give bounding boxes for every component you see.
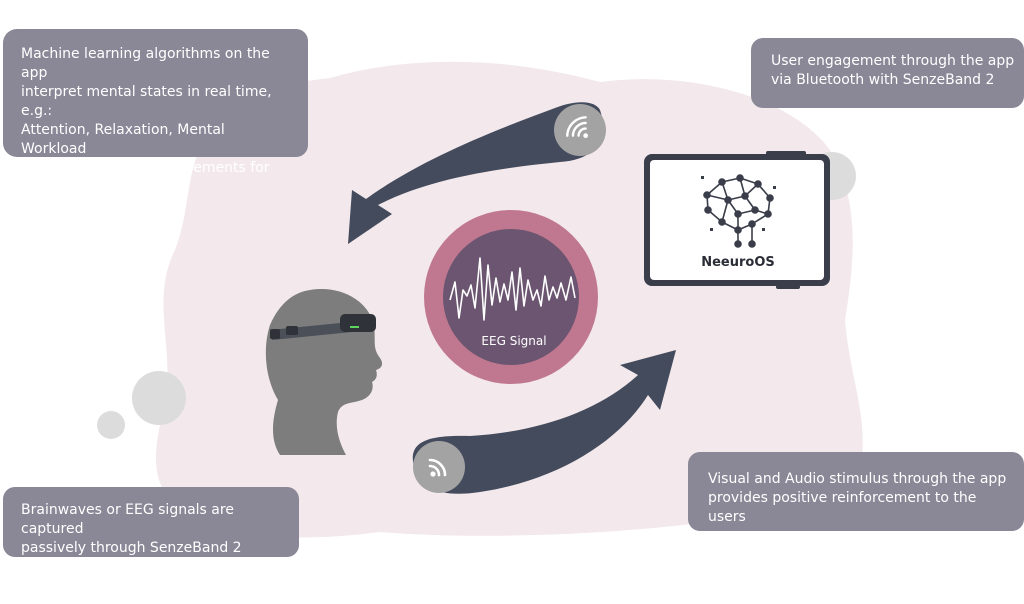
lower-arrow [412,350,676,494]
lower-arrow-icon-circle [413,441,465,493]
eeg-signal-label: EEG Signal [481,334,546,348]
wifi-signal-icon [566,116,589,139]
callout-brainwaves: Brainwaves or EEG signals are captured p… [3,487,299,557]
decorative-bubble-small [97,411,125,439]
upper-arrow [348,102,606,244]
headband-device [340,314,376,332]
callout-stimulus: Visual and Audio stimulus through the ap… [688,452,1024,531]
callout-user-engagement: User engagement through the app via Blue… [751,38,1024,108]
tablet-app-name: NeeuroOS [701,255,775,270]
decorative-bubble-large [132,371,186,425]
rss-signal-icon [428,458,447,477]
headband [270,322,352,340]
eeg-signal-circle: EEG Signal [424,210,598,384]
headband-sensor-left [270,329,280,339]
tablet-screen [650,160,824,280]
headband-led [350,326,359,328]
eeg-inner-circle [443,229,579,365]
callout-machine-learning: Machine learning algorithms on the app i… [3,29,308,195]
brain-network-icon [701,174,776,248]
tablet-device: NeeuroOS [644,151,830,289]
eeg-waveform [449,257,576,321]
human-head [265,289,383,455]
headband-sensor-mid [286,326,298,335]
